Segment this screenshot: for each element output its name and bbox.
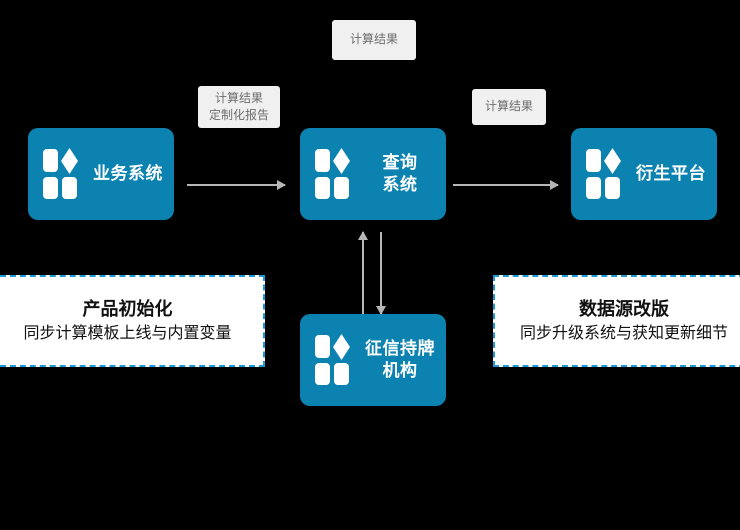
node-credit-licensed-org-label-line2: 机构 xyxy=(382,361,418,380)
chip-calculation-result-top: 计算结果 xyxy=(332,20,416,60)
node-credit-licensed-org[interactable]: 征信持牌 机构 xyxy=(300,314,446,406)
chip-left-line2: 定制化报告 xyxy=(208,108,269,122)
chip-calculation-result-right: 计算结果 xyxy=(472,89,546,125)
panel-datasource-revision-subtitle: 同步升级系统与获知更新细节 xyxy=(519,324,728,342)
arrow-query-to-credit xyxy=(376,232,386,315)
four-block-diamond-icon xyxy=(314,334,352,386)
node-query-system-label-line1: 查询 xyxy=(382,153,418,173)
node-credit-licensed-org-label-line1: 征信持牌 xyxy=(365,339,435,359)
four-block-diamond-icon xyxy=(314,148,352,200)
panel-product-init-subtitle: 同步计算模板上线与内置变量 xyxy=(23,324,232,342)
node-query-system-label: 查询 系统 xyxy=(360,152,446,196)
four-block-diamond-icon xyxy=(585,148,623,200)
panel-datasource-revision-title: 数据源改版 xyxy=(579,298,669,319)
chip-left-line1: 计算结果 xyxy=(214,90,263,105)
four-block-diamond-icon xyxy=(42,148,80,200)
node-query-system[interactable]: 查询 系统 xyxy=(300,128,446,220)
panel-product-init: 产品初始化 同步计算模板上线与内置变量 xyxy=(0,275,265,367)
panel-product-init-title: 产品初始化 xyxy=(82,298,173,319)
node-derivative-platform[interactable]: 衍生平台 xyxy=(571,128,717,220)
chip-right-line1: 计算结果 xyxy=(484,99,533,114)
node-business-system-label: 业务系统 xyxy=(93,164,163,184)
arrow-business-to-query xyxy=(187,180,286,190)
node-derivative-platform-label: 衍生平台 xyxy=(636,164,706,184)
chip-top-line1: 计算结果 xyxy=(349,32,398,47)
node-query-system-label-line2: 系统 xyxy=(382,175,418,194)
arrow-query-to-derivative xyxy=(453,180,559,190)
arrow-credit-to-query xyxy=(358,231,368,314)
node-credit-licensed-org-label: 征信持牌 机构 xyxy=(360,338,446,382)
chip-calculation-result-custom-report: 计算结果 定制化报告 xyxy=(198,86,280,128)
node-business-system[interactable]: 业务系统 xyxy=(28,128,174,220)
panel-datasource-revision: 数据源改版 同步升级系统与获知更新细节 xyxy=(493,275,740,367)
